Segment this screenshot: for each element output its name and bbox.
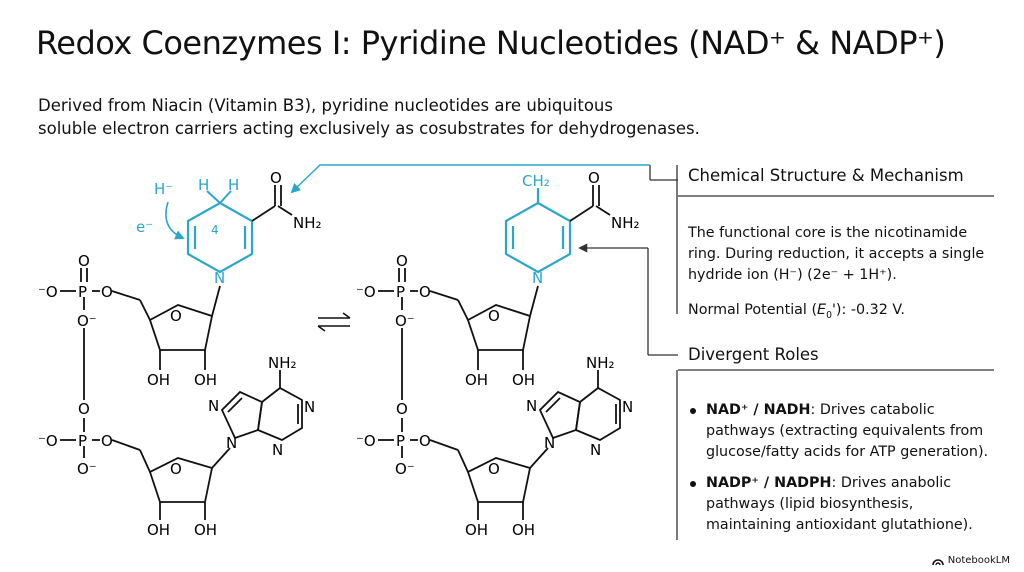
mechanism-text: The functional core is the nicotinamide … [688, 225, 985, 283]
subtitle: Derived from Niacin (Vitamin B3), pyridi… [38, 94, 758, 140]
subtitle-line-2: soluble electron carriers acting exclusi… [38, 119, 700, 138]
ring-n: N [214, 269, 225, 287]
adenine-nh2: NH₂ [268, 354, 297, 372]
ribose-o: O [488, 307, 500, 325]
hydroxyl: OH [465, 371, 488, 389]
hydroxyl: OH [194, 521, 217, 539]
phosphate-p: P [78, 283, 87, 301]
phosphate-o-minus: ⁻O [38, 432, 58, 450]
adenine-n: N [208, 397, 219, 415]
phosphate-o: O [78, 252, 90, 270]
bridge-o: O [396, 400, 408, 418]
roles-panel: Divergent Roles NAD⁺ / NADH: Drives cata… [678, 345, 994, 546]
ribose-o: O [170, 460, 182, 478]
ester-o: O [101, 432, 113, 450]
adenine-n: N [304, 398, 315, 416]
mechanism-heading: Chemical Structure & Mechanism [688, 166, 964, 185]
phosphate-o-minus: ⁻O [356, 432, 376, 450]
role-item-nad: NAD⁺ / NADH: Drives catabolic pathways (… [688, 400, 994, 463]
brand-logo: NotebookLM [931, 555, 1010, 566]
carbonyl-o: O [588, 169, 600, 187]
arrow-to-nad-ring [290, 164, 650, 194]
equilibrium-arrows [317, 312, 351, 332]
phosphate-o-down: O⁻ [77, 312, 97, 330]
adenine-n: N [622, 398, 633, 416]
ester-o: O [419, 432, 431, 450]
adenine-n: N [544, 434, 555, 452]
left-molecule: H H 4 H⁻ e⁻ O NH₂ N O OH OH [38, 169, 322, 539]
curved-hydride-arrow [165, 201, 185, 240]
right-molecule: CH₂ O NH₂ N O OH OH ⁻O P [356, 169, 640, 539]
role-item-nadp: NADP⁺ / NADPH: Drives anabolic pathways … [688, 473, 994, 536]
ester-o: O [419, 283, 431, 301]
adenine-n: N [226, 434, 237, 452]
carbonyl-o: O [270, 169, 282, 187]
panel-connectors [578, 165, 994, 540]
page-title: Redox Coenzymes I: Pyridine Nucleotides … [36, 24, 946, 62]
hydroxyl: OH [465, 521, 488, 539]
hydroxyl: OH [147, 371, 170, 389]
adenine-n: N [590, 441, 601, 459]
adenine-nh2: NH₂ [586, 354, 615, 372]
amide-nh2: NH₂ [611, 214, 640, 232]
phosphate-o-down: O⁻ [395, 312, 415, 330]
phosphate-p: P [396, 432, 405, 450]
carbon-4-label: 4 [211, 223, 219, 237]
phosphate-o-minus: ⁻O [38, 283, 58, 301]
phosphate-o-down: O⁻ [395, 460, 415, 478]
hydroxyl: OH [512, 371, 535, 389]
ribose-o: O [488, 460, 500, 478]
h-atom: H [228, 176, 239, 194]
roles-heading: Divergent Roles [688, 345, 819, 364]
phosphate-o-down: O⁻ [77, 460, 97, 478]
amide-nh2: NH₂ [293, 214, 322, 232]
hydroxyl: OH [512, 521, 535, 539]
mechanism-panel: Chemical Structure & Mechanism The funct… [678, 166, 994, 321]
hydroxyl: OH [194, 371, 217, 389]
ring-n: N [532, 269, 543, 287]
electron-label: e⁻ [136, 218, 153, 236]
adenine-n: N [272, 441, 283, 459]
adenine-n: N [526, 397, 537, 415]
ch2-group: CH₂ [522, 172, 550, 190]
ribose-o: O [170, 307, 182, 325]
phosphate-p: P [78, 432, 87, 450]
hydride-label: H⁻ [154, 180, 173, 198]
phosphate-o-minus: ⁻O [356, 283, 376, 301]
h-atom: H [198, 176, 209, 194]
phosphate-o: O [396, 252, 408, 270]
notebooklm-icon [931, 558, 944, 565]
normal-potential: Normal Potential (E0'): -0.32 V. [688, 302, 905, 321]
ester-o: O [101, 283, 113, 301]
hydroxyl: OH [147, 521, 170, 539]
phosphate-p: P [396, 283, 405, 301]
bridge-o: O [78, 400, 90, 418]
subtitle-line-1: Derived from Niacin (Vitamin B3), pyridi… [38, 96, 613, 115]
